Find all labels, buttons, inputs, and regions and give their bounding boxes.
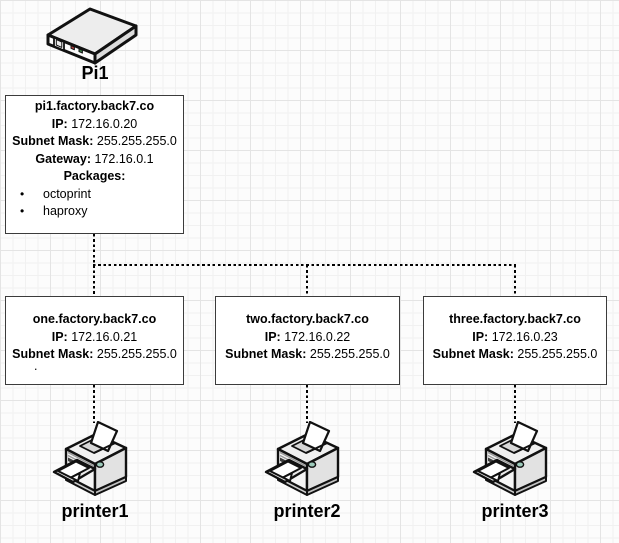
node-box-three: three.factory.back7.co IP: 172.16.0.23 S… bbox=[423, 296, 607, 385]
stray-dot: . bbox=[34, 359, 38, 373]
raspberry-pi-device-icon bbox=[46, 7, 138, 65]
node-ip-row: IP: 172.16.0.22 bbox=[264, 329, 351, 344]
node-subnet-row: Subnet Mask: 255.255.255.0 bbox=[12, 347, 177, 361]
connector-node-three-to-printer3 bbox=[514, 385, 516, 423]
printer-icon bbox=[472, 421, 548, 497]
node-ip-row: IP: 172.16.0.21 bbox=[51, 329, 138, 344]
connector-bus-to-node-three bbox=[514, 265, 516, 296]
printer-icon bbox=[264, 421, 340, 497]
connector-bus-to-node-two bbox=[306, 265, 308, 296]
connector-node-one-to-printer1 bbox=[93, 385, 95, 423]
pi-hostname: pi1.factory.back7.co bbox=[34, 99, 155, 113]
bullet-icon: • bbox=[20, 204, 25, 218]
connector-bus bbox=[93, 264, 516, 266]
package-item: • haproxy bbox=[6, 203, 183, 221]
node-hostname: two.factory.back7.co bbox=[246, 312, 369, 326]
printer2-label: printer2 bbox=[273, 501, 341, 521]
pi-ip-row: IP: 172.16.0.20 bbox=[51, 116, 138, 131]
node-box-one: one.factory.back7.co IP: 172.16.0.21 Sub… bbox=[5, 296, 184, 385]
pi-gateway-row: Gateway: 172.16.0.1 bbox=[35, 151, 154, 166]
node-hostname: three.factory.back7.co bbox=[449, 312, 581, 326]
pi-device-label: Pi1 bbox=[81, 63, 109, 83]
pi-packages-header: Packages: bbox=[63, 169, 126, 183]
printer1-label: printer1 bbox=[61, 501, 129, 521]
node-hostname: one.factory.back7.co bbox=[32, 312, 157, 326]
printer3-label: printer3 bbox=[481, 501, 549, 521]
connector-node-two-to-printer2 bbox=[306, 385, 308, 423]
node-subnet-row: Subnet Mask: 255.255.255.0 bbox=[432, 347, 598, 361]
pi-subnet-row: Subnet Mask: 255.255.255.0 bbox=[12, 134, 177, 148]
pi-config-box: pi1.factory.back7.co IP: 172.16.0.20 Sub… bbox=[5, 95, 184, 234]
node-box-two: two.factory.back7.co IP: 172.16.0.22 Sub… bbox=[215, 296, 400, 385]
printer-icon bbox=[52, 421, 128, 497]
node-ip-row: IP: 172.16.0.23 bbox=[472, 329, 558, 344]
node-subnet-row: Subnet Mask: 255.255.255.0 bbox=[225, 347, 390, 361]
package-item: • octoprint bbox=[6, 186, 183, 204]
bullet-icon: • bbox=[20, 186, 25, 201]
